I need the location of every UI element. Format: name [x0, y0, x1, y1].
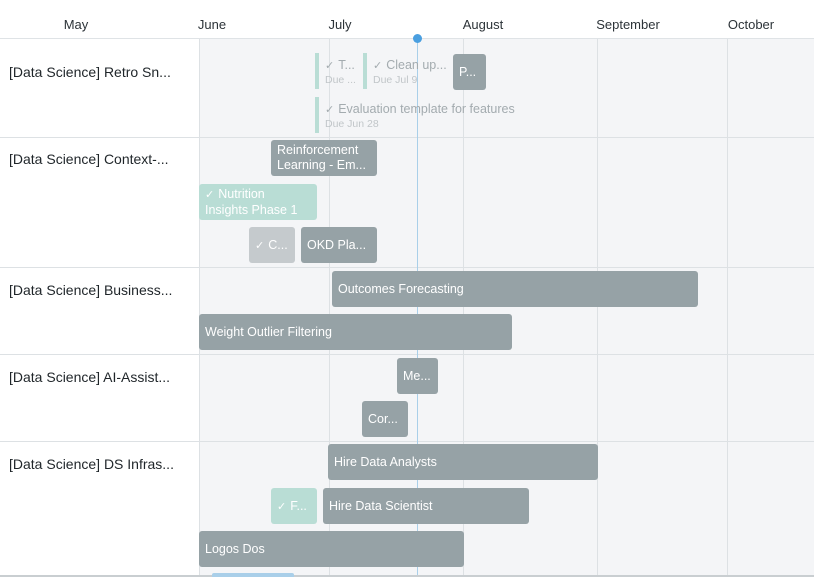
month-label: June: [197, 17, 227, 32]
check-icon: ✓: [277, 501, 287, 513]
month-label: October: [727, 17, 775, 32]
roadmap-row: [Data Science] Retro Sn...: [0, 38, 814, 138]
milestone-title: ✓Clean up...: [373, 58, 447, 72]
roadmap-row: [Data Science] DS Infras...: [0, 441, 814, 575]
milestone[interactable]: ✓Clean up... Due Jul 9: [363, 53, 451, 89]
row-label[interactable]: [Data Science] Context-...: [9, 151, 169, 167]
row-label[interactable]: [Data Science] Retro Sn...: [9, 64, 171, 80]
partial-bar[interactable]: [212, 573, 294, 577]
row-label[interactable]: [Data Science] DS Infras...: [9, 456, 174, 472]
month-label: July: [328, 17, 352, 32]
check-icon: ✓: [255, 240, 265, 252]
milestone-due: Due Jul 9: [373, 74, 418, 86]
milestone-due: Due ...: [325, 74, 356, 86]
roadmap-bar[interactable]: ✓C...: [249, 227, 295, 263]
roadmap-bar[interactable]: Outcomes Forecasting: [332, 271, 698, 307]
roadmap-row: [Data Science] Context-...: [0, 137, 814, 268]
month-label: August: [462, 17, 504, 32]
roadmap-bar[interactable]: Hire Data Scientist: [323, 488, 529, 524]
row-label[interactable]: [Data Science] Business...: [9, 282, 173, 298]
milestone[interactable]: ✓T... Due ...: [315, 53, 357, 89]
roadmap-bar[interactable]: Hire Data Analysts: [328, 444, 598, 480]
milestone[interactable]: ✓Evaluation template for features Due Ju…: [315, 97, 535, 133]
roadmap-bar[interactable]: Logos Dos: [199, 531, 464, 567]
month-gridline: [199, 38, 200, 575]
roadmap-bar[interactable]: ✓Nutrition Insights Phase 1: [199, 184, 317, 220]
roadmap-bar[interactable]: Cor...: [362, 401, 408, 437]
check-icon: ✓: [373, 60, 383, 72]
check-icon: ✓: [325, 60, 335, 72]
check-icon: ✓: [205, 189, 215, 201]
month-gridline: [727, 38, 728, 575]
roadmap-bar[interactable]: ✓F...: [271, 488, 317, 524]
bottom-divider: [0, 575, 814, 577]
roadmap-bar[interactable]: P...: [453, 54, 486, 90]
roadmap-bar[interactable]: Reinforcement Learning - Em...: [271, 140, 377, 176]
check-icon: ✓: [325, 104, 335, 116]
month-header: May June July August September October: [0, 0, 814, 39]
roadmap-bar[interactable]: OKD Pla...: [301, 227, 377, 263]
roadmap-row: [Data Science] Business...: [0, 267, 814, 355]
roadmap-bar[interactable]: Weight Outlier Filtering: [199, 314, 512, 350]
milestone-title: ✓T...: [325, 58, 355, 72]
milestone-title: ✓Evaluation template for features: [325, 102, 515, 116]
row-label[interactable]: [Data Science] AI-Assist...: [9, 369, 171, 385]
milestone-due: Due Jun 28: [325, 118, 379, 130]
month-label: September: [596, 17, 660, 32]
month-gridline: [329, 38, 330, 575]
month-label: May: [63, 17, 89, 32]
roadmap-row: [Data Science] AI-Assist...: [0, 354, 814, 442]
roadmap-bar[interactable]: Me...: [397, 358, 438, 394]
today-marker[interactable]: [413, 34, 422, 43]
